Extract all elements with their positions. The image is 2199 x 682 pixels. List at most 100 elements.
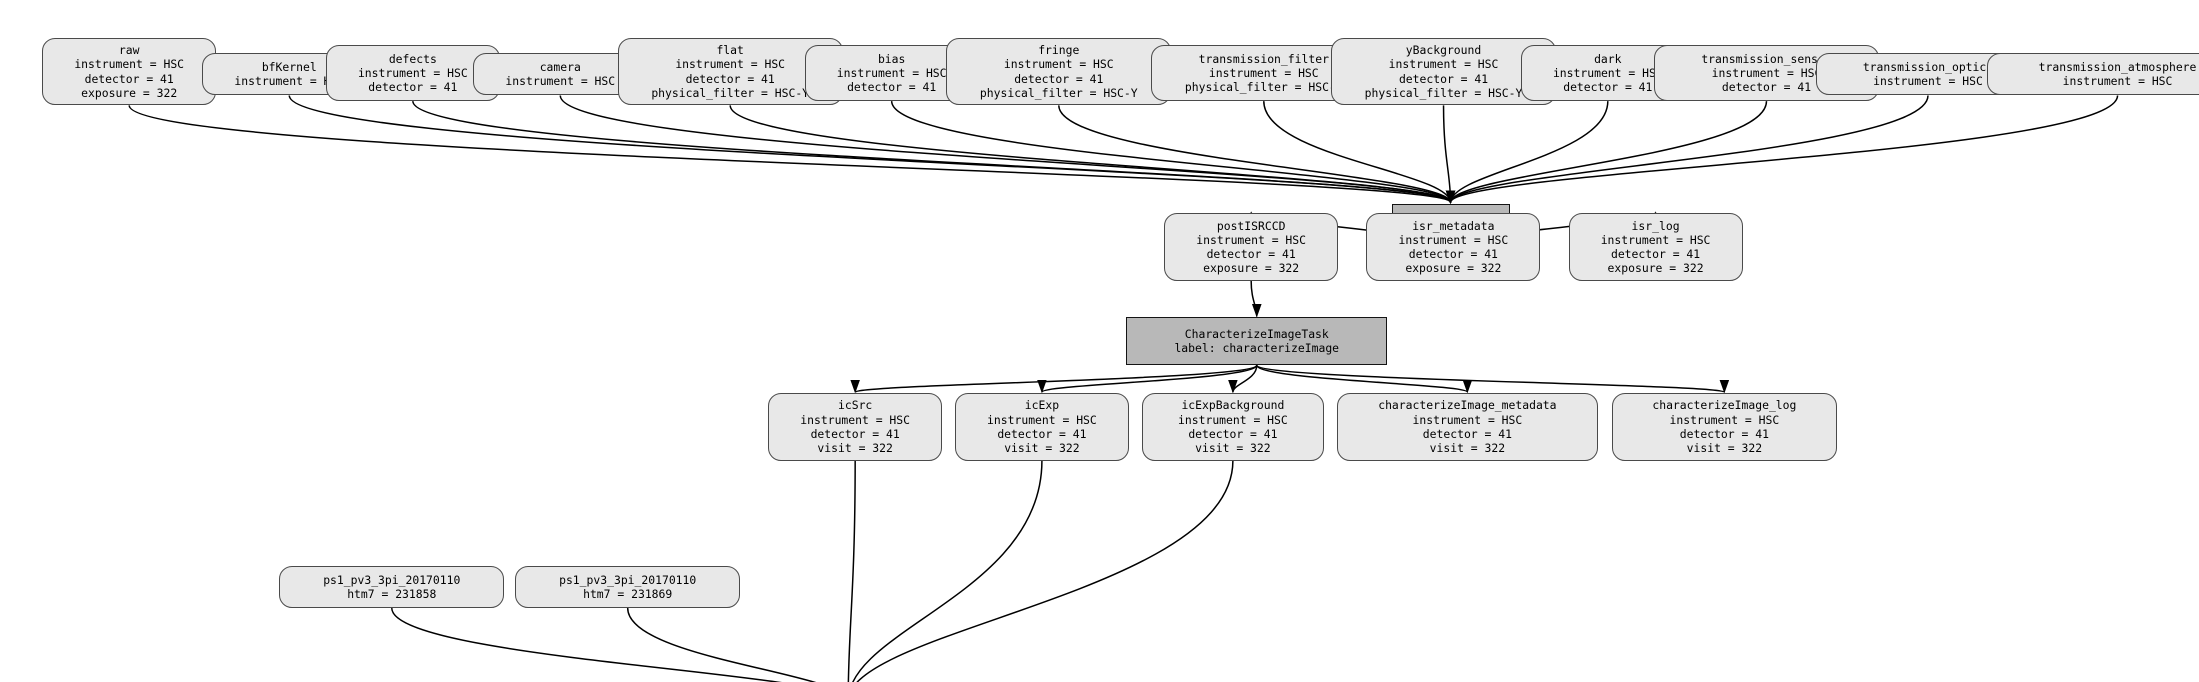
node-title: bfKernel [261, 60, 317, 75]
node-title: isr_log [1631, 218, 1680, 233]
node-dimension: exposure = 322 [81, 85, 178, 100]
node-dimension: detector = 41 [1188, 426, 1278, 441]
node-dimension: detector = 41 [1563, 80, 1653, 95]
node-dimension: visit = 322 [1004, 441, 1080, 456]
node-dimension: instrument = HSC [1208, 65, 1319, 80]
edge-characterizeImage-to-icExp [1037, 364, 1258, 394]
node-dimension: instrument = HSC [505, 74, 616, 89]
node-title: characterizeImage_metadata [1378, 398, 1557, 413]
node-dimension: detector = 41 [1721, 80, 1812, 95]
node-dimension: instrument = HSC [800, 412, 911, 427]
edge-defects-to-isr [412, 100, 1455, 204]
node-dimension: detector = 41 [810, 426, 900, 441]
node-title: defects [388, 51, 437, 66]
node-dimension: instrument = HSC [1398, 232, 1509, 247]
edge-transmission_optics-to-isr [1445, 95, 1929, 204]
edge-characterizeImage-to-characterizeImage_metadata [1256, 364, 1472, 394]
node-title: transmission_filter [1198, 51, 1329, 66]
edge-dark-to-isr [1445, 101, 1609, 204]
node-dimension: detector = 41 [1610, 247, 1701, 262]
edge-icSrc-to-calibrate [847, 460, 856, 682]
node-dimension: instrument = HSC [1711, 65, 1822, 80]
node-dimension: detector = 41 [84, 71, 174, 86]
node-dimension: visit = 322 [817, 441, 893, 456]
node-dimension: detector = 41 [1014, 71, 1104, 86]
node-dimension: physical_filter = HSC-Y [1364, 85, 1523, 100]
edge-refcat2-to-calibrate [626, 608, 817, 682]
node-dimension: visit = 322 [1686, 441, 1763, 456]
edge-camera-to-isr [559, 95, 1456, 204]
node-dimension: exposure = 322 [1607, 261, 1704, 276]
node-title: flat [716, 43, 744, 58]
node-dimension: detector = 41 [685, 71, 775, 86]
edge-fringe-to-isr [1058, 105, 1456, 204]
node-dimension: label: characterizeImage [1174, 341, 1340, 356]
node-dimension: instrument = HSC [1412, 412, 1523, 427]
node-title: bias [877, 51, 906, 66]
node-dimension: detector = 41 [847, 80, 937, 95]
node-dimension: instrument = HSC [1552, 65, 1663, 80]
node-dimension: instrument = HSC [987, 412, 1097, 427]
node-title: isr_metadata [1412, 218, 1495, 233]
edge-characterizeImage-to-icSrc [850, 364, 1258, 394]
node-dimension: instrument = HSC [1003, 57, 1114, 72]
node-dimension: instrument = HSC [357, 65, 468, 80]
node-dimension: exposure = 322 [1405, 261, 1502, 276]
node-title: ps1_pv3_3pi_20170110 [559, 572, 697, 587]
node-dimension: detector = 41 [1398, 71, 1489, 86]
node-dimension: instrument = HSC [74, 57, 185, 72]
node-title: CharacterizeImageTask [1184, 327, 1329, 341]
node-title: postISRCCD [1216, 218, 1286, 233]
node-dimension: instrument = HSC [1178, 412, 1288, 427]
node-dimension: instrument = HSC [836, 65, 947, 80]
node-title: transmission_atmosphere [2038, 60, 2197, 75]
node-title: raw [118, 43, 140, 58]
node-title: transmission_optics [1862, 60, 1994, 75]
node-title: yBackground [1405, 43, 1482, 58]
edge-refcat1-to-calibrate [391, 607, 783, 682]
edge-transmission_sensor-to-isr [1445, 101, 1768, 204]
node-dimension: instrument = HSC [675, 57, 786, 72]
edge-postISRCCD-to-characterizeImage [1250, 280, 1262, 318]
node-dimension: htm7 = 231869 [583, 586, 673, 601]
node-dimension: physical_filter = HSC-Y [1184, 80, 1343, 95]
edge-raw-to-isr [128, 105, 1455, 204]
node-dimension: physical_filter = HSC-Y [979, 85, 1138, 100]
edge-characterizeImage-to-icExpBackground [1228, 364, 1258, 394]
node-dimension: detector = 41 [1679, 426, 1769, 441]
node-dimension: physical_filter = HSC-Y [651, 85, 810, 100]
node-dimension: detector = 41 [1206, 247, 1296, 262]
node-title: camera [539, 60, 581, 75]
node-dimension: exposure = 322 [1203, 261, 1300, 276]
edge-yBackground-to-isr [1442, 105, 1456, 204]
edge-characterizeImage-to-characterizeImage_log [1256, 364, 1729, 394]
node-dimension: detector = 41 [1422, 426, 1512, 441]
node-dimension: instrument = HSC [1600, 232, 1711, 247]
node-title: fringe [1038, 43, 1080, 58]
edge-flat-to-isr [729, 105, 1456, 204]
node-title: ps1_pv3_3pi_20170110 [323, 572, 461, 587]
node-dimension: detector = 41 [1408, 247, 1498, 262]
node-dimension: htm7 = 231858 [347, 586, 437, 601]
node-title: icExpBackground [1181, 398, 1285, 413]
node-dimension: instrument = HSC [1196, 232, 1307, 247]
node-title: icExp [1024, 398, 1060, 413]
edge-bias-to-isr [890, 100, 1456, 204]
